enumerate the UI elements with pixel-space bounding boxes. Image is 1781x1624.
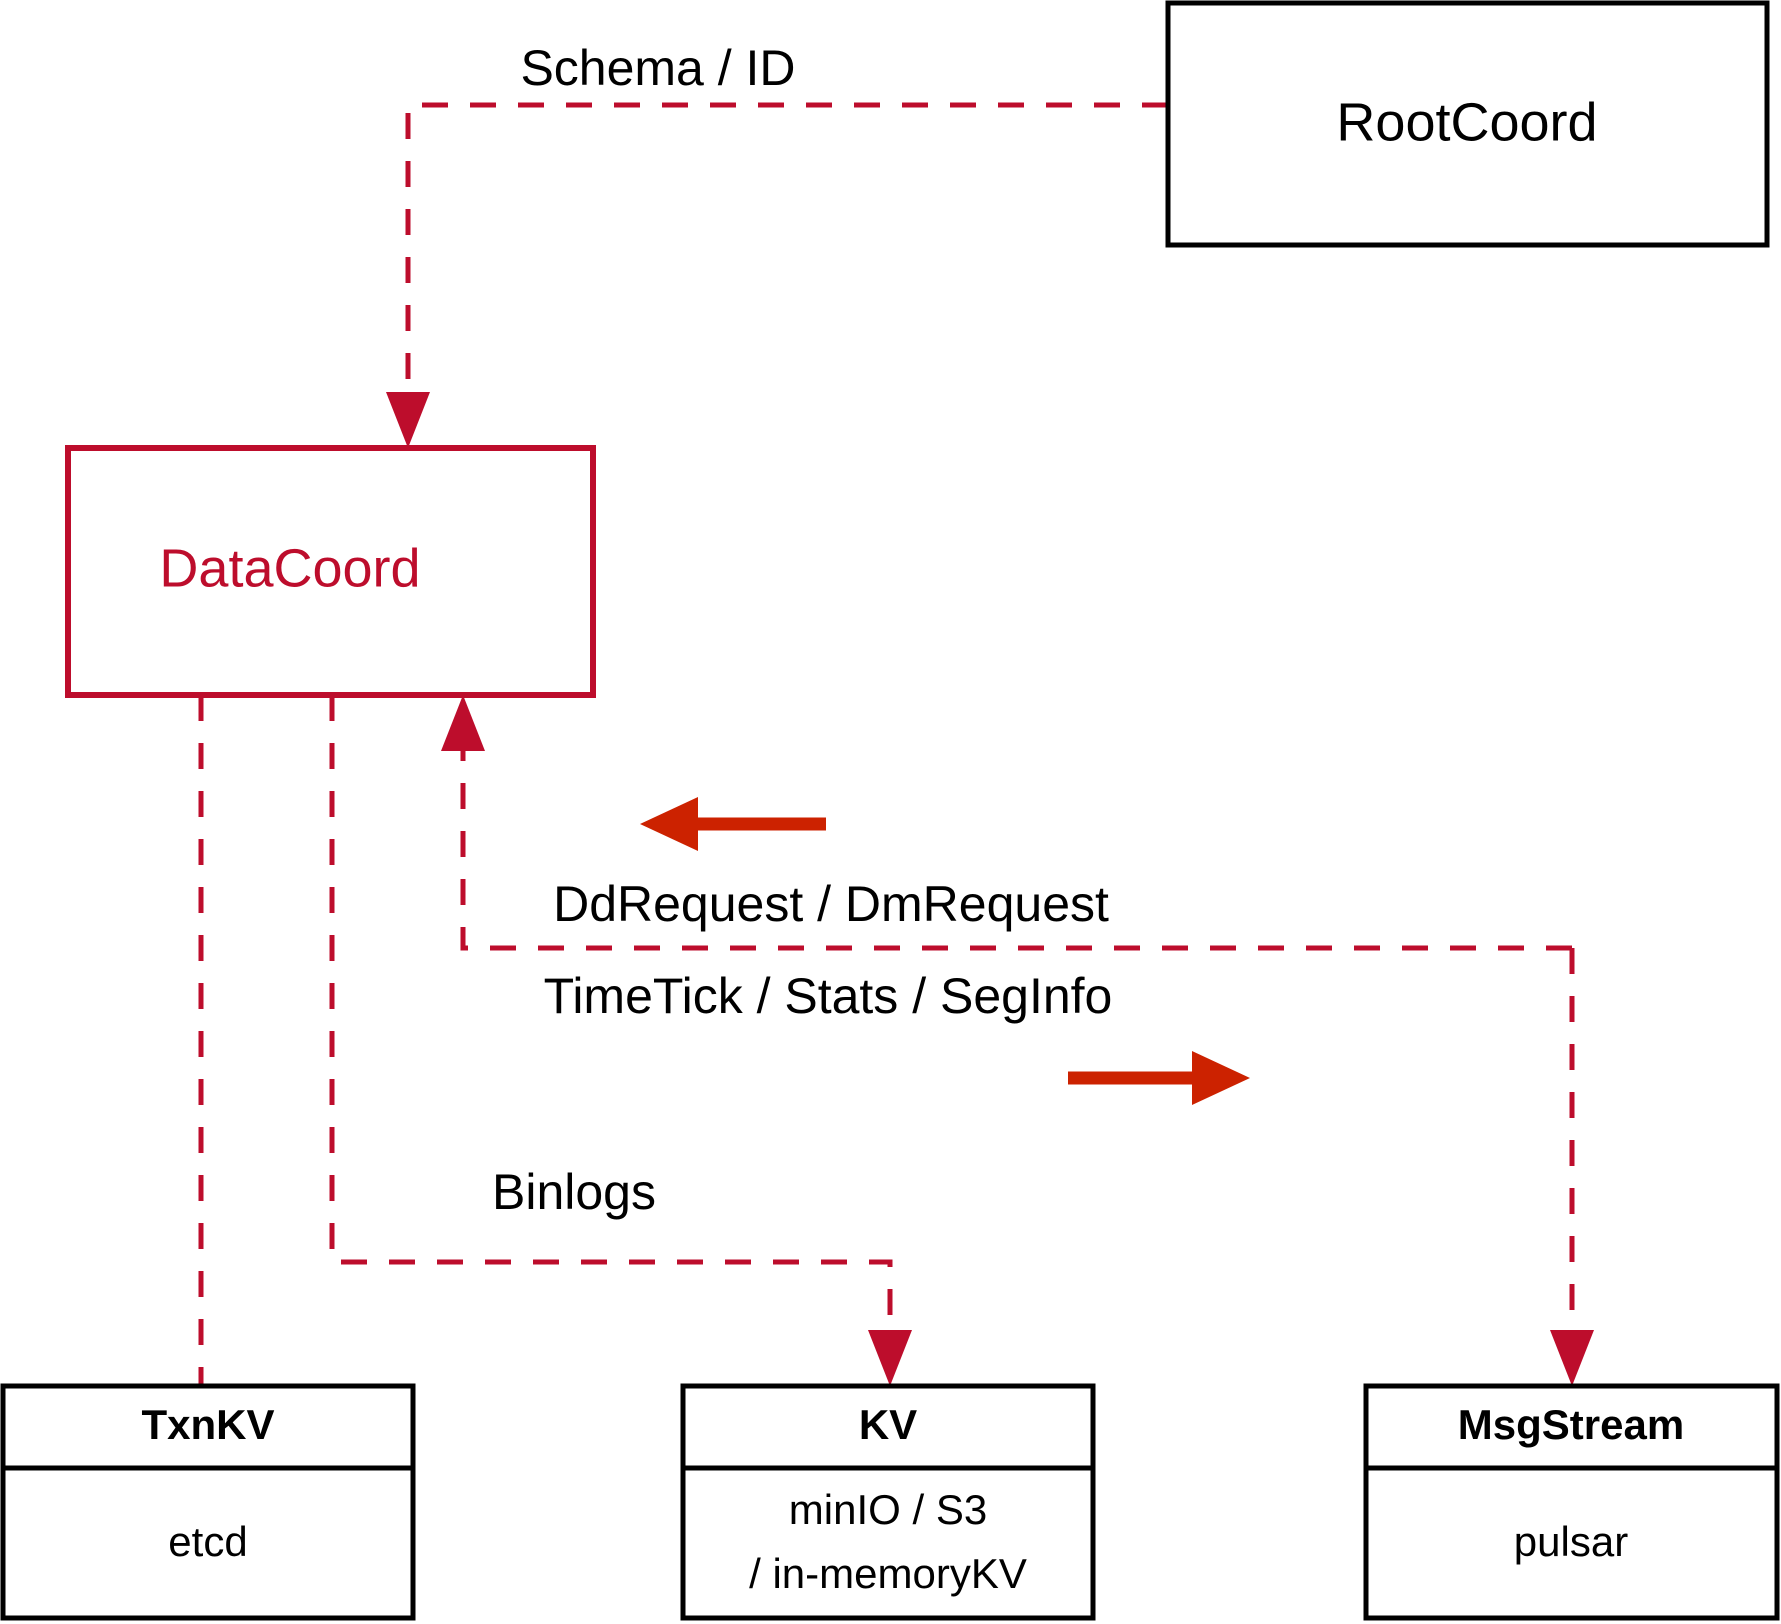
node-rootcoord[interactable]: RootCoord bbox=[1165, 0, 1770, 248]
edge-label-schema-id: Schema / ID bbox=[520, 40, 795, 96]
edge-label-binlogs: Binlogs bbox=[492, 1164, 656, 1220]
edge-msgstream-datacoord-arrowhead bbox=[441, 695, 485, 751]
edge-datacoord-msgstream-arrowhead bbox=[1550, 1330, 1594, 1386]
node-txnkv-body-line1: etcd bbox=[168, 1518, 247, 1565]
left-arrow-head bbox=[640, 797, 698, 851]
right-direction-arrow-icon bbox=[1068, 1051, 1250, 1105]
node-datacoord-box[interactable] bbox=[65, 445, 596, 698]
left-direction-arrow-icon bbox=[640, 797, 826, 851]
node-datacoord-label: DataCoord bbox=[159, 538, 420, 598]
edge-msgstream-datacoord bbox=[441, 695, 1572, 951]
node-kv-body-line2: / in-memoryKV bbox=[749, 1550, 1027, 1597]
node-txnkv-header: TxnKV bbox=[141, 1401, 274, 1448]
node-kv-header: KV bbox=[859, 1401, 917, 1448]
node-msgstream[interactable]: MsgStream pulsar bbox=[1363, 1383, 1780, 1621]
node-txnkv[interactable]: TxnKV etcd bbox=[0, 1383, 416, 1621]
node-kv-body-line1: minIO / S3 bbox=[789, 1486, 987, 1533]
node-msgstream-header: MsgStream bbox=[1458, 1401, 1684, 1448]
right-arrow-head bbox=[1192, 1051, 1250, 1105]
node-kv[interactable]: KV minIO / S3 / in-memoryKV bbox=[680, 1383, 1096, 1621]
edge-label-dd-dm-request: DdRequest / DmRequest bbox=[553, 876, 1109, 932]
node-msgstream-box[interactable] bbox=[1363, 1383, 1780, 1621]
node-txnkv-box[interactable] bbox=[0, 1383, 416, 1621]
edge-datacoord-msgstream bbox=[1550, 948, 1594, 1386]
edge-schema-id bbox=[386, 102, 1168, 448]
edge-binlogs-arrowhead bbox=[868, 1330, 912, 1386]
edge-schema-id-arrowhead bbox=[386, 392, 430, 448]
node-datacoord[interactable]: DataCoord bbox=[65, 445, 596, 698]
node-rootcoord-box[interactable] bbox=[1165, 0, 1770, 248]
node-rootcoord-label: RootCoord bbox=[1336, 92, 1597, 152]
edge-binlogs bbox=[329, 695, 912, 1386]
edge-schema-id-path bbox=[405, 102, 1168, 408]
node-msgstream-body-line1: pulsar bbox=[1514, 1518, 1628, 1565]
edge-msgstream-datacoord-path bbox=[460, 740, 1572, 951]
edge-binlogs-path bbox=[329, 695, 893, 1345]
edge-label-timetick-stats-seginfo: TimeTick / Stats / SegInfo bbox=[544, 968, 1113, 1024]
node-kv-box[interactable] bbox=[680, 1383, 1096, 1621]
